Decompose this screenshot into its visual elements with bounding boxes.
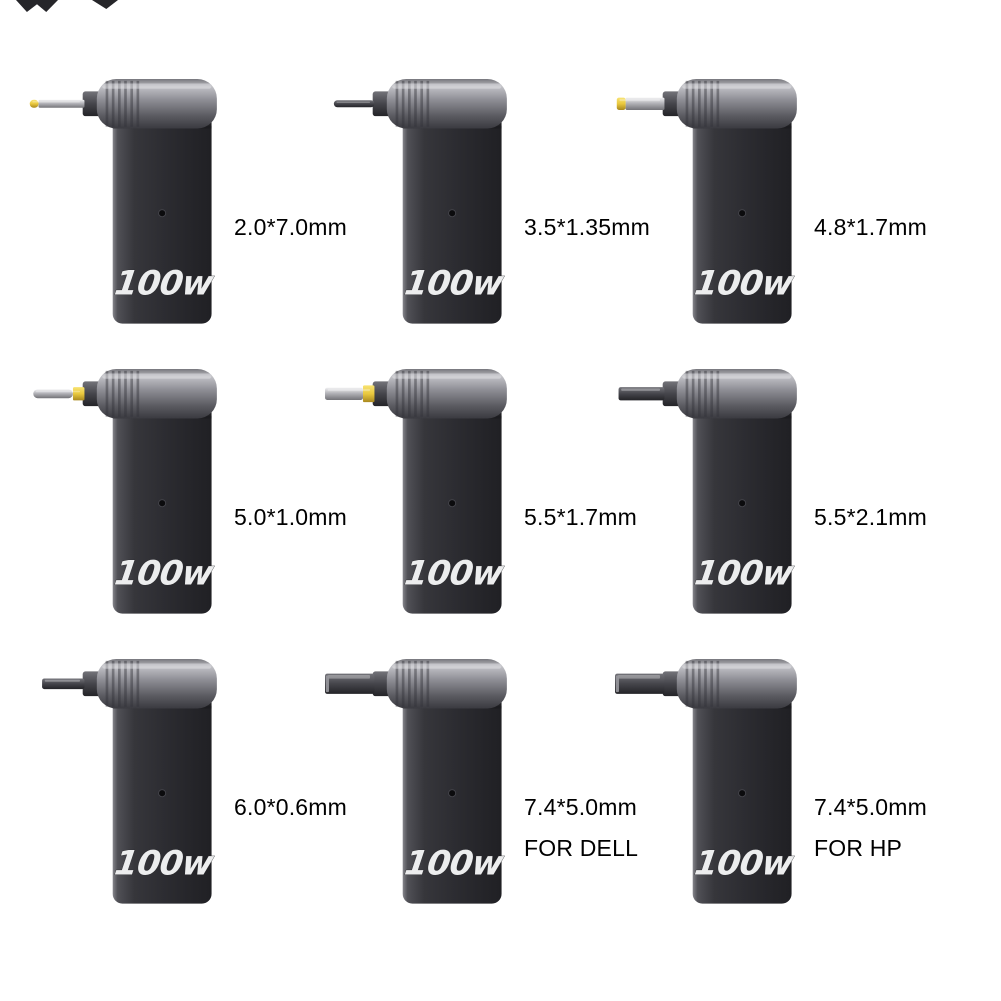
product-cell: 100w 4.8*1.7mm xyxy=(592,72,927,362)
size-text: 7.4*5.0mm xyxy=(524,794,638,820)
product-label: 4.8*1.7mm xyxy=(814,214,927,241)
product-label: 3.5*1.35mm xyxy=(524,214,650,241)
size-text: 7.4*5.0mm xyxy=(814,794,928,820)
svg-text:100w: 100w xyxy=(112,554,217,593)
adapter-image: 100w xyxy=(592,72,804,328)
svg-text:100w: 100w xyxy=(402,554,507,593)
adapter-image: 100w xyxy=(12,652,224,908)
size-text: 5.5*1.7mm xyxy=(524,504,638,530)
note-text: FOR DELL xyxy=(524,835,639,861)
product-cell: 100w 5.5*2.1mm xyxy=(592,362,927,652)
adapter-image: 100w xyxy=(12,72,224,328)
svg-text:100w: 100w xyxy=(692,264,797,303)
cropped-artifact-left xyxy=(16,0,58,12)
adapter-image: 100w xyxy=(592,652,804,908)
cropped-artifact-right xyxy=(92,0,118,9)
product-cell: 100w 5.5*1.7mm xyxy=(302,362,637,652)
adapter-image: 100w xyxy=(302,72,514,328)
product-label: 7.4*5.0mm FOR HP xyxy=(814,794,927,862)
size-text: 4.8*1.7mm xyxy=(814,214,928,240)
size-text: 3.5*1.35mm xyxy=(524,214,651,240)
note-text: FOR HP xyxy=(814,835,903,861)
product-label: 6.0*0.6mm xyxy=(234,794,347,821)
product-cell: 100w 7.4*5.0mm FOR HP xyxy=(592,652,927,942)
product-cell: 100w 7.4*5.0mm FOR DELL xyxy=(302,652,638,942)
svg-text:100w: 100w xyxy=(692,844,797,883)
size-text: 5.0*1.0mm xyxy=(234,504,348,530)
size-text: 5.5*2.1mm xyxy=(814,504,928,530)
svg-text:100w: 100w xyxy=(402,844,507,883)
svg-text:100w: 100w xyxy=(112,844,217,883)
product-label: 7.4*5.0mm FOR DELL xyxy=(524,794,638,862)
product-label: 5.5*2.1mm xyxy=(814,504,927,531)
product-label: 2.0*7.0mm xyxy=(234,214,347,241)
adapter-image: 100w xyxy=(12,362,224,618)
product-cell: 100w 5.0*1.0mm xyxy=(12,362,347,652)
svg-text:100w: 100w xyxy=(112,264,217,303)
size-text: 2.0*7.0mm xyxy=(234,214,348,240)
svg-text:100w: 100w xyxy=(692,554,797,593)
svg-text:100w: 100w xyxy=(402,264,507,303)
adapter-image: 100w xyxy=(302,652,514,908)
product-label: 5.5*1.7mm xyxy=(524,504,637,531)
product-cell: 100w 2.0*7.0mm xyxy=(12,72,347,362)
product-label: 5.0*1.0mm xyxy=(234,504,347,531)
size-text: 6.0*0.6mm xyxy=(234,794,348,820)
adapter-image: 100w xyxy=(592,362,804,618)
product-cell: 100w 3.5*1.35mm xyxy=(302,72,650,362)
adapter-image: 100w xyxy=(302,362,514,618)
product-grid: 100w 2.0*7.0mm xyxy=(12,72,927,942)
product-cell: 100w 6.0*0.6mm xyxy=(12,652,347,942)
